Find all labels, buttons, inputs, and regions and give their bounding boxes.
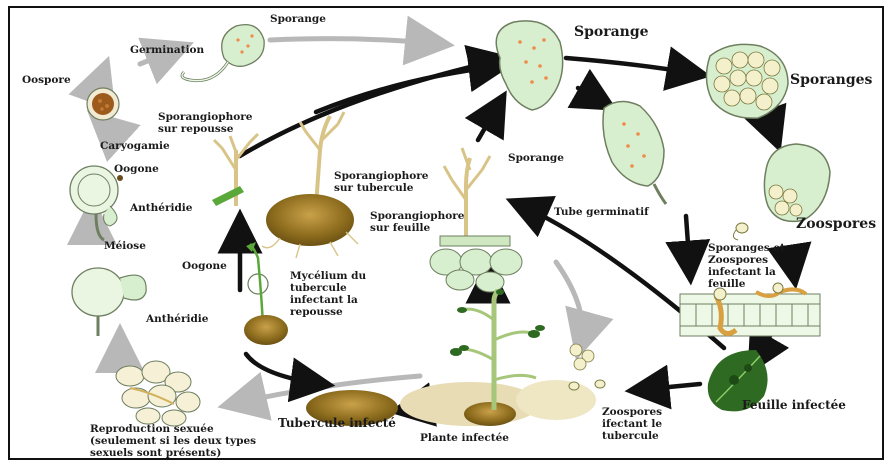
- label-sporange-top: Sporange: [270, 13, 326, 25]
- sporanges-with-zoospores: [706, 44, 788, 118]
- label-germination: Germination: [130, 44, 204, 56]
- oospore: [87, 88, 119, 120]
- label-sporanges-zoospores: Sporanges et Zoospores infectant la feui…: [708, 242, 785, 290]
- label-sporangiophore-repousse: Sporangiophore sur repousse: [158, 111, 252, 135]
- label-antheridie-2: Anthéridie: [146, 313, 208, 325]
- label-tubercule-infecte: Tubercule infecté: [278, 416, 396, 430]
- oogone-pre-meiosis: [72, 268, 146, 336]
- label-sporangiophore-tubercule: Sporangiophore sur tubercule: [334, 170, 428, 194]
- label-sporange-main: Sporange: [574, 24, 649, 40]
- label-zoospores-tubercule: Zoospores ifectant le tubercule: [602, 406, 662, 442]
- main-sporange: [496, 21, 562, 110]
- arrow-reverse: [246, 354, 322, 384]
- label-oogone-2: Oogone: [182, 260, 227, 272]
- label-antheridie-1: Anthéridie: [130, 202, 192, 214]
- leaf-tissue: [680, 283, 820, 336]
- label-reproduction: Reproduction sexuée (seulement si les de…: [90, 423, 256, 459]
- label-plante-infectee: Plante infectée: [420, 432, 509, 444]
- tuber-mycelium: [244, 242, 288, 345]
- label-oospore: Oospore: [22, 74, 71, 86]
- label-mycelium: Mycélium du tubercule infectant la repou…: [290, 270, 366, 318]
- arrow-caryogamie: [98, 120, 120, 140]
- germ-tube-sporange: [603, 101, 666, 204]
- arrow-repousse-to-sporange: [240, 60, 500, 156]
- label-tube-germinatif: Tube germinatif: [554, 206, 649, 218]
- label-feuille-infectee: Feuille infectée: [742, 398, 846, 412]
- label-oogone-1: Oogone: [114, 163, 159, 175]
- label-zoospores: Zoospores: [796, 216, 876, 232]
- label-sporange-mid: Sporange: [508, 152, 564, 164]
- label-sporangiophore-feuille: Sporangiophore sur feuille: [370, 210, 464, 234]
- sporangiophore-regrowth: [212, 134, 258, 206]
- sexual-reproduction-cells: [116, 361, 200, 426]
- infected-plant: [400, 289, 605, 426]
- oogone-with-antheridium: [70, 166, 123, 240]
- label-meiose: Méiose: [104, 240, 146, 252]
- label-caryogamie: Caryogamie: [100, 140, 170, 152]
- label-sporanges: Sporanges: [790, 72, 872, 88]
